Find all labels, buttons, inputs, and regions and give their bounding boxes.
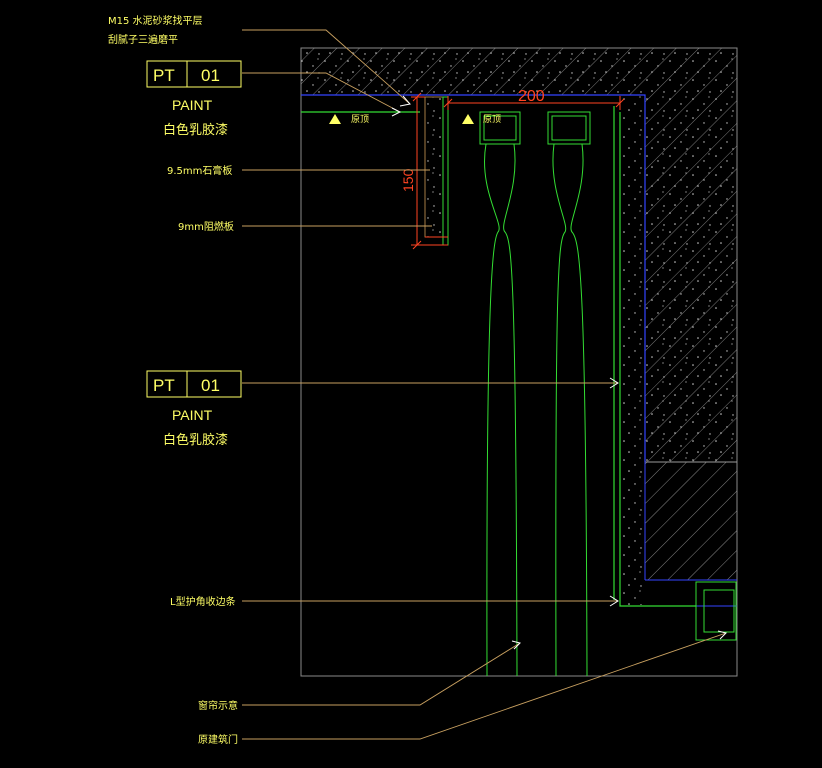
dimension-width xyxy=(443,96,625,110)
cement-render-layer xyxy=(620,95,645,605)
note-window: 原建筑门 xyxy=(198,733,238,746)
note-gypsum-board: 9.5mm石膏板 xyxy=(167,164,232,177)
note-plywood-board: 9mm阻燃板 xyxy=(178,220,234,233)
tag-mid-desc: 白色乳胶漆 xyxy=(163,432,228,447)
tag-top-code: PT xyxy=(153,66,175,85)
tag-top-desc: 白色乳胶漆 xyxy=(163,122,228,137)
note-curtain: 窗帘示意 xyxy=(198,699,238,712)
dimension-height-text: 150 xyxy=(400,168,416,192)
dimension-height xyxy=(411,92,425,250)
material-tag-middle: PT 01 PAINT 白色乳胶漆 xyxy=(146,370,242,447)
tag-mid-name: PAINT xyxy=(172,407,213,423)
structure-outline xyxy=(301,94,646,462)
window-frame-profile xyxy=(695,581,737,641)
tag-mid-number: 01 xyxy=(201,376,220,395)
note-l-trim: L型护角收边条 xyxy=(170,595,236,608)
note-screed-line1: M15 水泥砂浆找平层 xyxy=(108,14,203,27)
tag-mid-code: PT xyxy=(153,376,175,395)
window-opening xyxy=(644,461,737,581)
curtain-pocket-board xyxy=(424,96,449,246)
curtain-tracks xyxy=(479,111,591,145)
level-left-label: 原顶 xyxy=(351,114,369,125)
note-screed-line2: 刮腻子三遍磨平 xyxy=(108,33,178,46)
level-markers xyxy=(329,114,474,124)
level-right-label: 原顶 xyxy=(483,114,501,125)
leader-arrowheads xyxy=(391,95,727,650)
curtain-fabric xyxy=(484,143,588,677)
concrete-slab xyxy=(301,48,737,462)
dimension-width-text: 200 xyxy=(518,88,545,105)
material-tag-top: PT 01 PAINT 白色乳胶漆 xyxy=(146,60,242,137)
leader-lines xyxy=(242,29,727,740)
tag-top-name: PAINT xyxy=(172,97,213,113)
tag-top-number: 01 xyxy=(201,66,220,85)
